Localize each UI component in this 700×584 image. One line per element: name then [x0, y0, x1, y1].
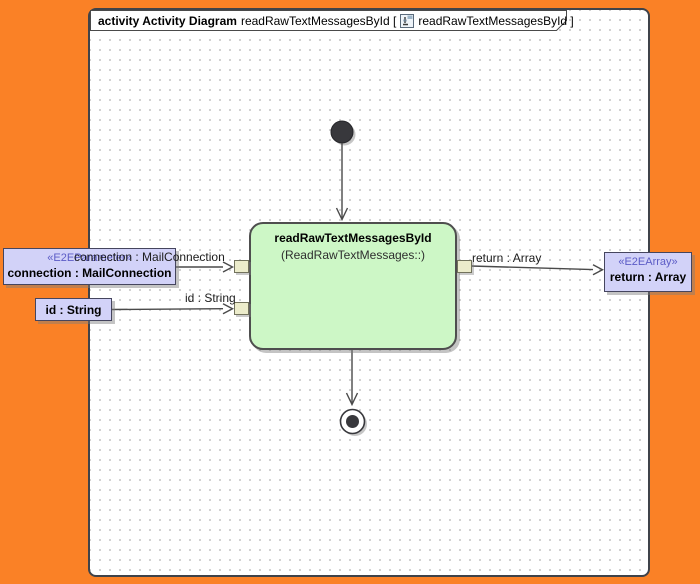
stereotype-label: «E2EArray» [618, 256, 678, 268]
parameter-name: return : Array [609, 270, 687, 284]
stereotype-label: «E2EParameter» [47, 252, 132, 264]
activity-diagram-icon [400, 13, 415, 28]
frame-diagram-name: readRawTextMessagesById [ [240, 13, 397, 28]
activity-namespace: (ReadRawTextMessages::) [280, 248, 426, 262]
frame-title: activity Activity Diagram readRawTextMes… [98, 12, 574, 29]
edge-label-return[interactable]: return : Array [472, 251, 542, 265]
parameter-node-connection[interactable]: «E2EParameter» connection : MailConnecti… [3, 248, 176, 285]
activity-node[interactable]: readRawTextMessagesById (ReadRawTextMess… [249, 222, 457, 350]
parameter-node-id[interactable]: id : String [35, 298, 112, 321]
edge-label-connection[interactable]: connection : MailConnection [74, 250, 225, 264]
activity-name: readRawTextMessagesById [274, 231, 432, 245]
input-pin-id[interactable] [234, 302, 249, 315]
frame-ref-name: readRawTextMessagesById ] [418, 13, 574, 28]
parameter-node-return[interactable]: «E2EArray» return : Array [604, 252, 692, 292]
input-pin-connection[interactable] [234, 260, 249, 273]
frame-keyword: activity Activity Diagram [98, 13, 237, 28]
output-pin-return[interactable] [457, 260, 472, 273]
parameter-name: id : String [45, 302, 102, 317]
parameter-name: connection : MailConnection [7, 266, 172, 280]
edge-label-id[interactable]: id : String [185, 291, 236, 305]
